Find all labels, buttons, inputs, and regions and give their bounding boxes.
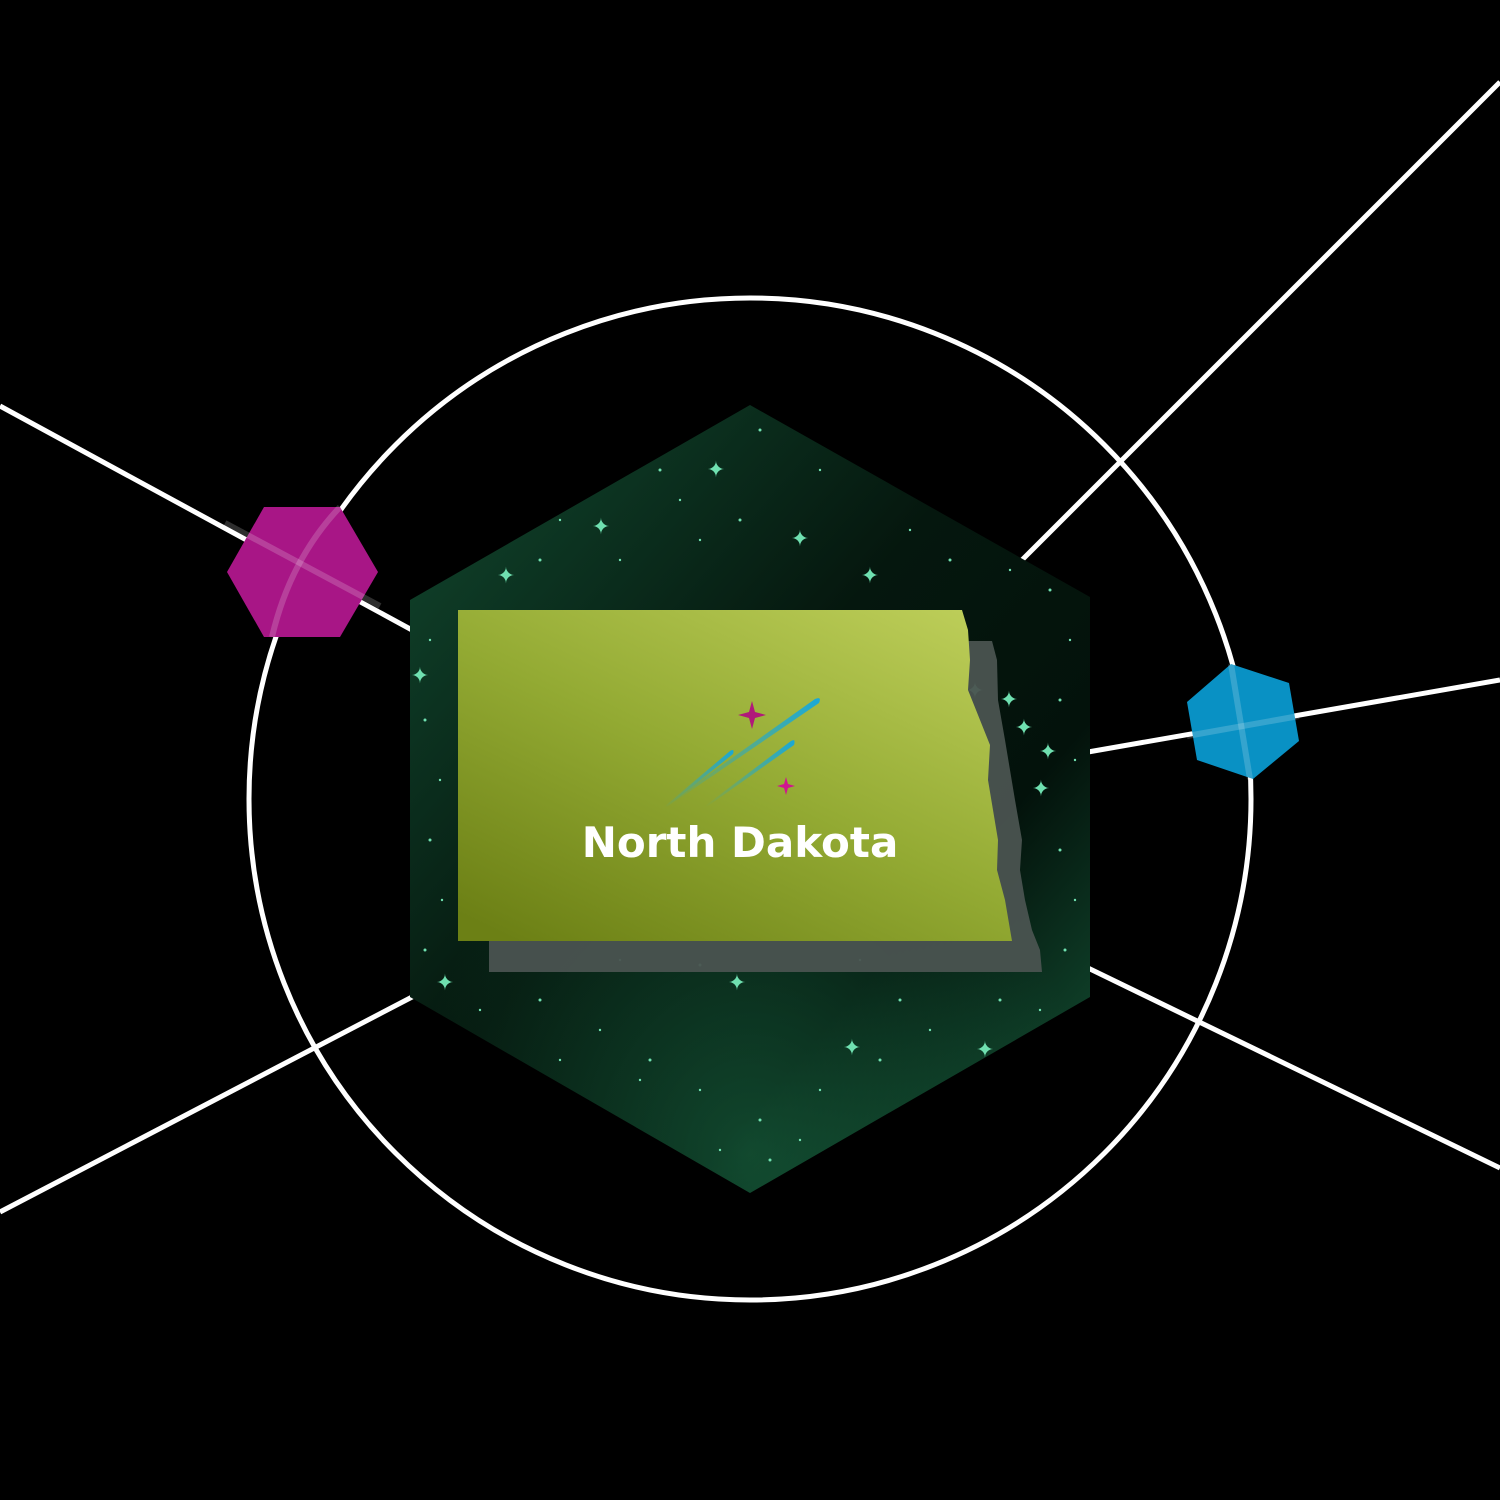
starfield: ✦ ✦ ✦ ✦ ✦ ✦ ✦ ✦ ✦ ✦ ✦ ✦ ✦ ✦ ✦ [411,428,1077,1162]
svg-text:✦: ✦ [861,564,879,589]
svg-text:✦: ✦ [497,564,515,589]
svg-text:✦: ✦ [1032,777,1050,802]
svg-text:✦: ✦ [707,458,725,483]
svg-text:✦: ✦ [436,971,454,996]
streak-1 [663,698,820,807]
magenta-hexagon [223,504,382,638]
streak-2 [665,750,734,806]
blue-hexagon [1186,663,1300,780]
svg-text:✦: ✦ [1000,688,1018,713]
svg-text:✦: ✦ [411,664,429,689]
orbit-circle [246,295,1254,1303]
svg-text:✦: ✦ [1015,716,1033,741]
large-stars: ✦ ✦ ✦ ✦ ✦ ✦ ✦ ✦ ✦ ✦ ✦ ✦ ✦ ✦ ✦ [411,458,1057,1063]
shooting-star-logo [663,698,820,807]
svg-text:✦: ✦ [843,1036,861,1061]
sparkle-small-icon [777,777,795,795]
svg-text:✦: ✦ [592,515,610,540]
state-shape-north-dakota [458,610,1012,941]
line-upper-right [1018,80,1500,564]
state-title: North Dakota [581,818,899,867]
line-lower-right [1086,965,1500,1171]
small-stars [423,428,1077,1162]
sparkle-large-icon [738,701,766,729]
svg-text:✦: ✦ [728,971,746,996]
svg-text:✦: ✦ [976,1038,994,1063]
svg-text:✦: ✦ [1039,740,1057,765]
streak-3 [705,740,795,806]
line-lower-left [0,993,416,1215]
svg-text:✦: ✦ [791,527,809,552]
